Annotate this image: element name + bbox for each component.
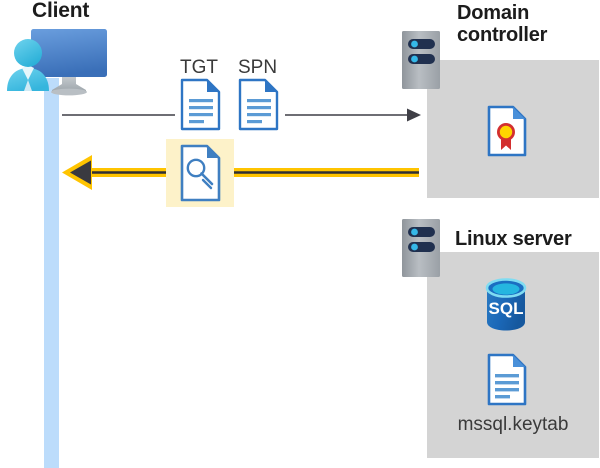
linux-server-title: Linux server xyxy=(455,228,572,250)
client-title: Client xyxy=(32,0,90,22)
request-arrow xyxy=(62,108,421,122)
tgt-document-icon xyxy=(180,78,221,131)
tgt-label: TGT xyxy=(180,57,218,78)
client-lifeline xyxy=(44,78,59,468)
key-document-icon xyxy=(180,144,221,202)
keytab-document-icon xyxy=(487,353,527,406)
server-rack-icon xyxy=(402,31,440,89)
domain-controller-title-line2: controller xyxy=(457,24,548,47)
spn-document-icon xyxy=(238,78,279,131)
spn-label: SPN xyxy=(238,57,278,78)
user-monitor-icon xyxy=(7,29,107,96)
server-rack-icon-linux xyxy=(402,219,440,277)
domain-controller-title-line1: Domain xyxy=(457,2,530,24)
sql-database-icon: SQL xyxy=(485,278,527,331)
sql-label: SQL xyxy=(489,299,524,318)
certificate-document-icon xyxy=(487,105,527,157)
keytab-filename-label: mssql.keytab xyxy=(457,414,569,435)
domain-controller-title: Domain controller xyxy=(457,2,597,47)
response-arrow xyxy=(62,155,419,190)
